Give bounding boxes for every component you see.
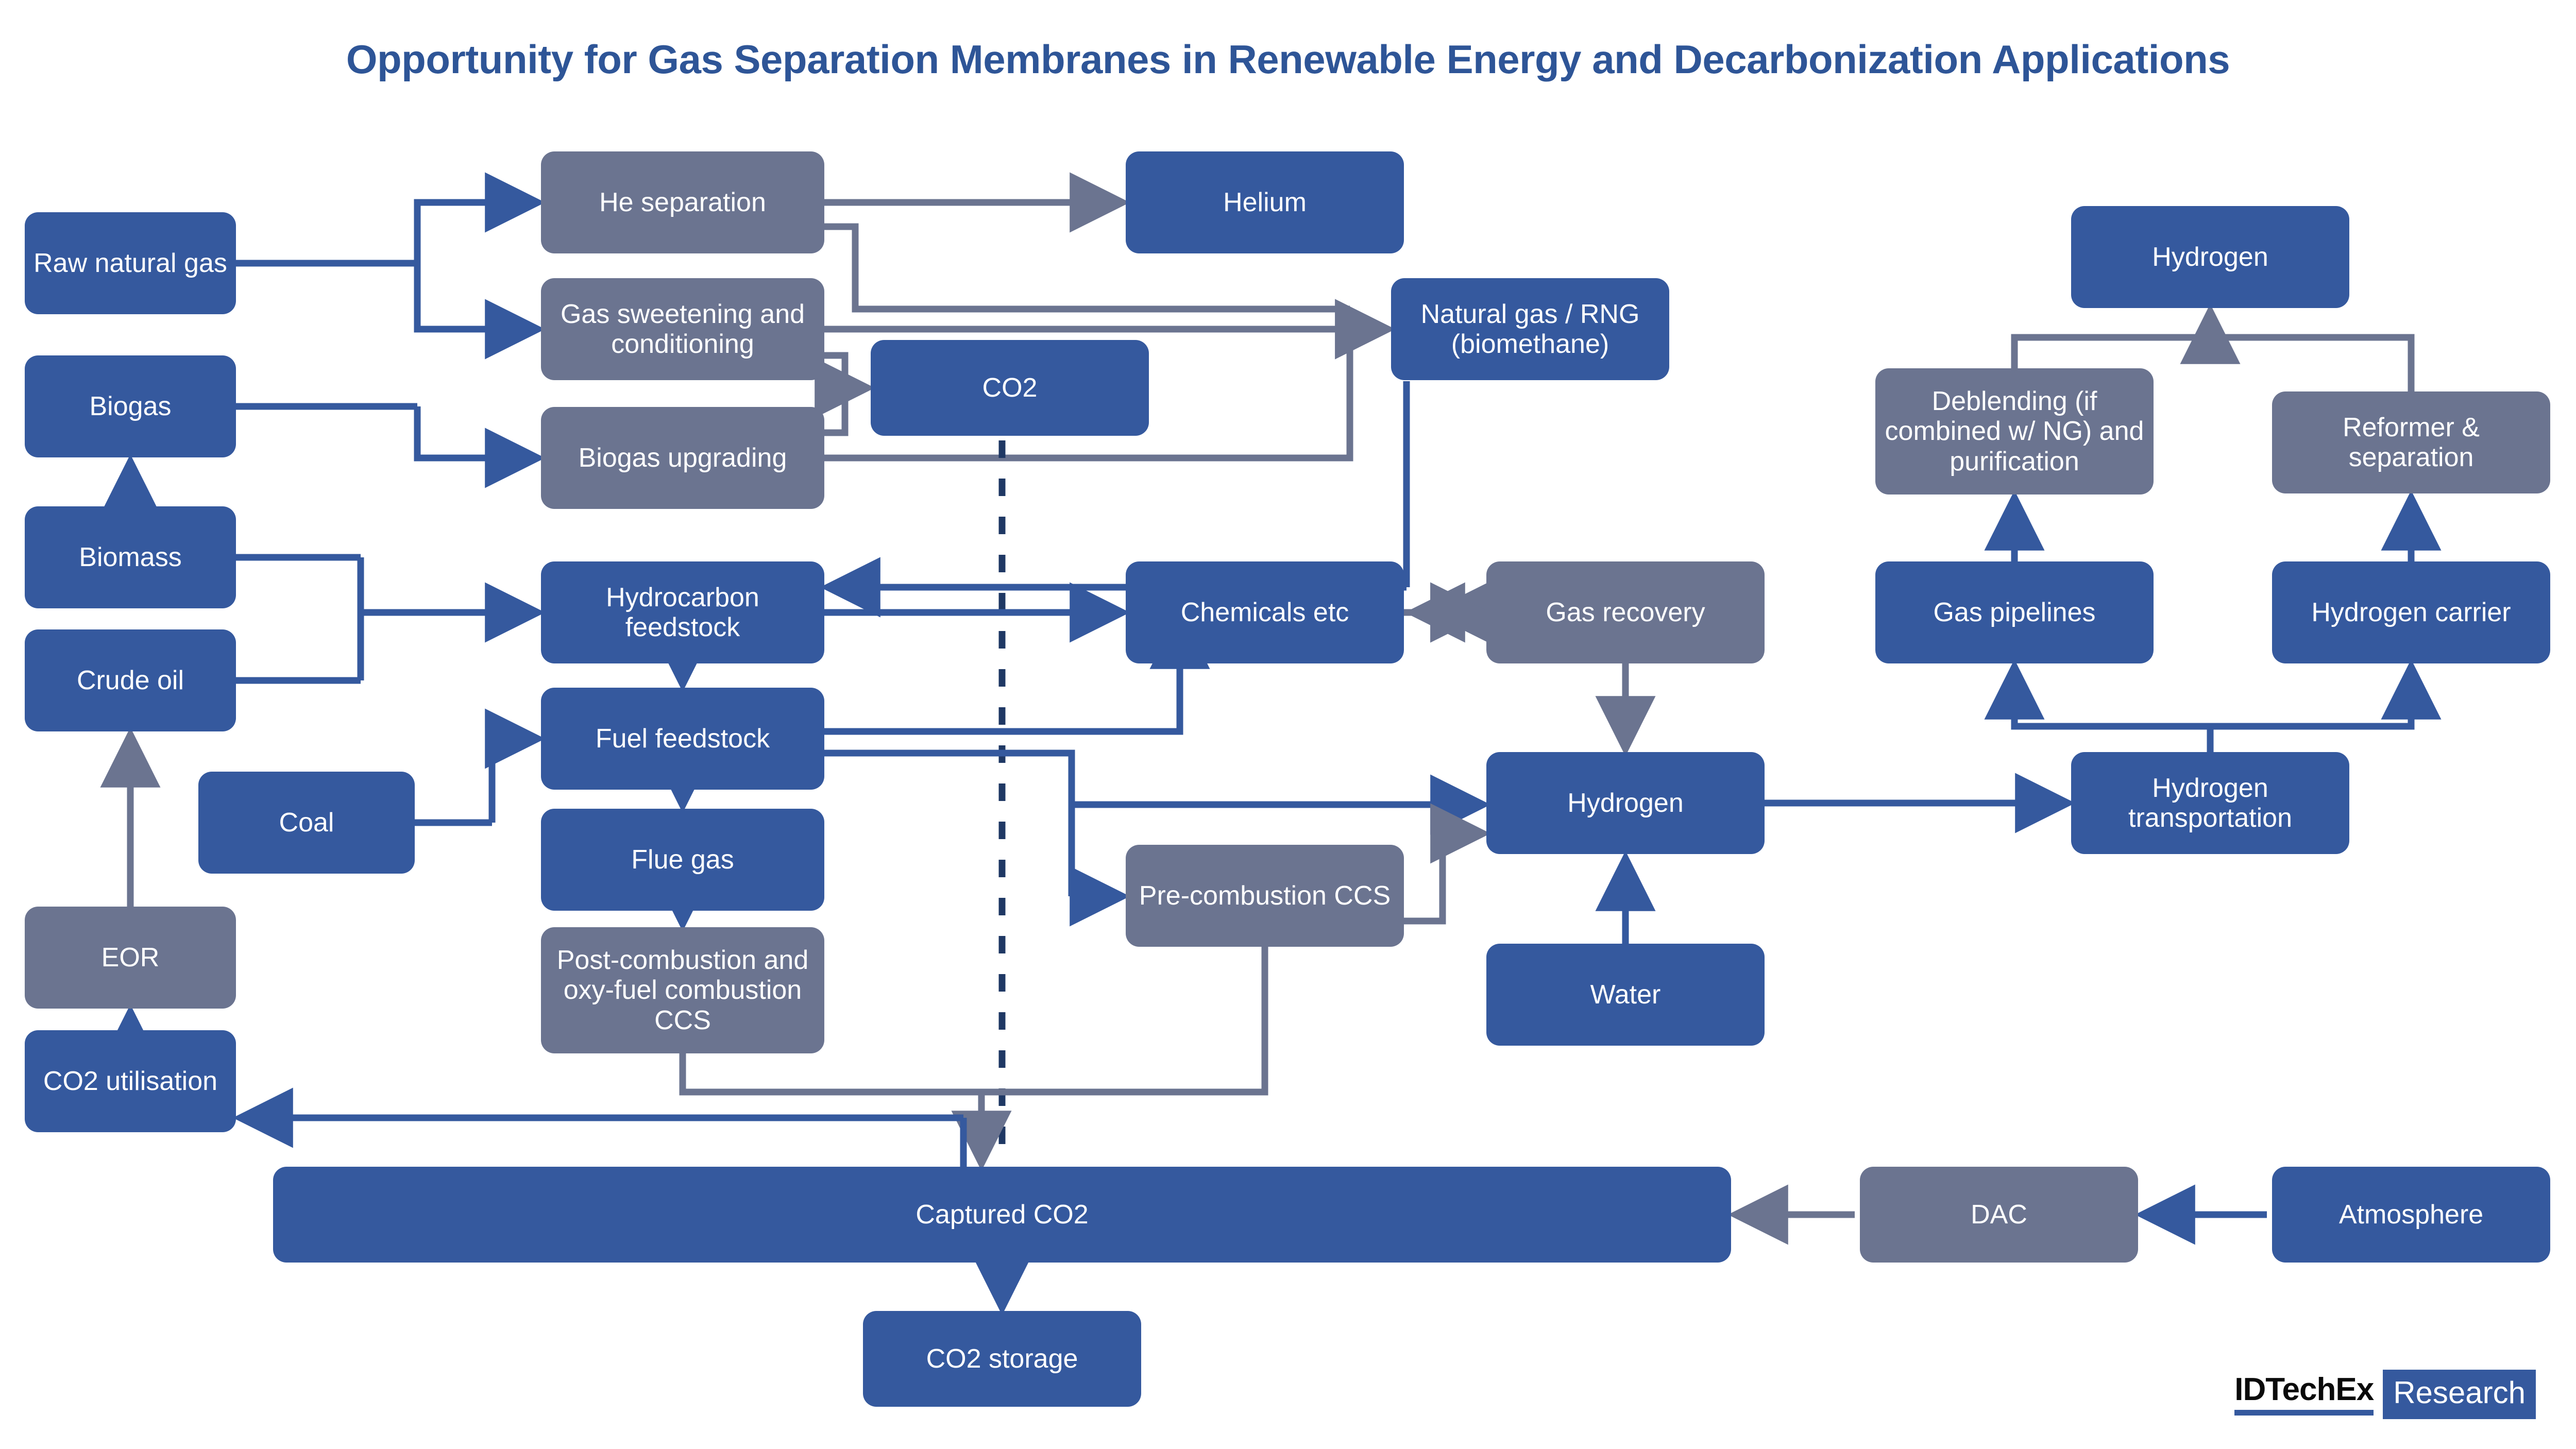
node-captured-co2[interactable]: Captured CO2	[273, 1167, 1731, 1263]
node-label: Flue gas	[631, 844, 734, 875]
node-label: Crude oil	[76, 665, 184, 695]
node-atmosphere[interactable]: Atmosphere	[2272, 1167, 2550, 1263]
node-label: Gas pipelines	[1933, 597, 2096, 627]
logo-brand-text: IDTechEx	[2234, 1371, 2374, 1407]
node-label: He separation	[599, 187, 766, 217]
node-label: Biogas upgrading	[578, 442, 787, 473]
node-label: Hydrocarbon feedstock	[606, 582, 759, 642]
node-label: Reformer & separation	[2343, 412, 2480, 472]
node-biogas-upgrading[interactable]: Biogas upgrading	[541, 407, 824, 509]
node-water[interactable]: Water	[1486, 944, 1765, 1046]
node-label: Helium	[1223, 187, 1307, 217]
node-helium[interactable]: Helium	[1126, 151, 1404, 253]
logo-brand-block: IDTechEx	[2234, 1370, 2383, 1419]
node-label: Deblending (if combined w/ NG) and purif…	[1885, 386, 2144, 476]
node-label: CO2 storage	[926, 1343, 1078, 1374]
logo-research-badge: Research	[2383, 1370, 2536, 1419]
node-reformer-separation[interactable]: Reformer & separation	[2272, 391, 2550, 493]
node-hydrogen-mid[interactable]: Hydrogen	[1486, 752, 1765, 854]
node-hydrocarbon-feedstock[interactable]: Hydrocarbon feedstock	[541, 561, 824, 663]
node-label: Chemicals etc	[1180, 597, 1349, 627]
node-label: Biomass	[79, 542, 182, 572]
node-biogas[interactable]: Biogas	[25, 355, 236, 457]
node-label: CO2	[982, 372, 1038, 403]
node-label: Pre-combustion CCS	[1139, 880, 1391, 911]
node-label: Natural gas / RNG (biomethane)	[1420, 299, 1640, 359]
page-title: Opportunity for Gas Separation Membranes…	[346, 37, 2230, 82]
node-co2[interactable]: CO2	[871, 340, 1149, 436]
node-he-separation[interactable]: He separation	[541, 151, 824, 253]
node-gas-recovery[interactable]: Gas recovery	[1486, 561, 1765, 663]
idtechex-logo: IDTechEx Research	[2234, 1370, 2536, 1419]
node-label: Water	[1590, 979, 1661, 1010]
node-label: Post-combustion and oxy-fuel combustion …	[556, 945, 809, 1035]
node-label: Captured CO2	[916, 1199, 1089, 1230]
node-eor[interactable]: EOR	[25, 907, 236, 1009]
node-hydrogen-transportation[interactable]: Hydrogen transportation	[2071, 752, 2349, 854]
node-biomass[interactable]: Biomass	[25, 506, 236, 608]
node-label: Biogas	[89, 391, 172, 421]
node-hydrogen-carrier[interactable]: Hydrogen carrier	[2272, 561, 2550, 663]
node-coal[interactable]: Coal	[198, 772, 415, 874]
node-label: EOR	[101, 942, 160, 973]
node-label: Atmosphere	[2338, 1199, 2484, 1230]
node-label: Hydrogen carrier	[2311, 597, 2511, 627]
node-gas-pipelines[interactable]: Gas pipelines	[1875, 561, 2154, 663]
node-flue-gas[interactable]: Flue gas	[541, 809, 824, 911]
node-co2-utilisation[interactable]: CO2 utilisation	[25, 1030, 236, 1132]
node-raw-natural-gas[interactable]: Raw natural gas	[25, 212, 236, 314]
node-co2-storage[interactable]: CO2 storage	[863, 1311, 1141, 1407]
logo-underline	[2234, 1409, 2374, 1416]
node-dac[interactable]: DAC	[1860, 1167, 2138, 1263]
node-gas-sweetening[interactable]: Gas sweetening and conditioning	[541, 278, 824, 380]
node-post-combustion-ccs[interactable]: Post-combustion and oxy-fuel combustion …	[541, 927, 824, 1053]
node-fuel-feedstock[interactable]: Fuel feedstock	[541, 688, 824, 790]
node-label: DAC	[1971, 1199, 2027, 1230]
node-label: Fuel feedstock	[595, 723, 770, 754]
node-label: Hydrogen	[2152, 242, 2268, 272]
node-label: Gas sweetening and conditioning	[560, 299, 805, 359]
node-deblending[interactable]: Deblending (if combined w/ NG) and purif…	[1875, 368, 2154, 495]
node-natural-gas-rng[interactable]: Natural gas / RNG (biomethane)	[1391, 278, 1669, 380]
node-label: Hydrogen	[1567, 788, 1684, 818]
node-pre-combustion-ccs[interactable]: Pre-combustion CCS	[1126, 845, 1404, 947]
node-crude-oil[interactable]: Crude oil	[25, 629, 236, 731]
node-label: CO2 utilisation	[43, 1066, 218, 1096]
node-label: Hydrogen transportation	[2128, 773, 2292, 833]
node-label: Coal	[279, 807, 334, 838]
node-label: Gas recovery	[1546, 597, 1705, 627]
node-hydrogen-top[interactable]: Hydrogen	[2071, 206, 2349, 308]
node-label: Raw natural gas	[33, 248, 227, 278]
node-chemicals-etc[interactable]: Chemicals etc	[1126, 561, 1404, 663]
